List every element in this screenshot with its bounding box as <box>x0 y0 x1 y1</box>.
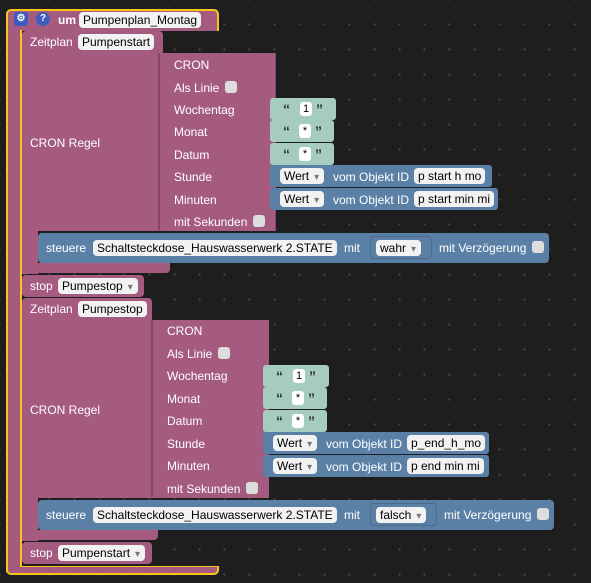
control-value-dropdown[interactable]: falsch <box>376 507 427 523</box>
delay-checkbox[interactable] <box>537 508 549 520</box>
cron-title: CRON <box>174 58 210 72</box>
seconds-label: mit Sekunden <box>167 482 241 496</box>
control-label: steuere <box>46 508 87 522</box>
as-line-label: Als Linie <box>174 81 220 95</box>
close-quote-icon: ” <box>308 390 315 406</box>
cron-block-2-edge <box>151 320 153 497</box>
as-line-checkbox[interactable] <box>218 347 230 359</box>
function-block-rail-fill <box>8 30 20 568</box>
hour-label: Stunde <box>167 437 206 451</box>
cron-block-1-edge <box>158 53 160 230</box>
control-value-dropdown[interactable]: wahr <box>376 240 422 256</box>
minute-mode-dropdown[interactable]: Wert <box>280 191 325 207</box>
close-quote-icon: ” <box>309 368 316 384</box>
delay-checkbox[interactable] <box>532 241 544 253</box>
as-line-checkbox[interactable] <box>225 81 237 93</box>
date-value[interactable]: * <box>299 147 311 161</box>
cron-rule-label: CRON Regel <box>30 403 101 417</box>
open-quote-icon: “ <box>276 368 283 384</box>
hour-mode-dropdown[interactable]: Wert <box>280 168 325 184</box>
control-label: steuere <box>46 241 87 255</box>
stop-label: stop <box>30 546 53 560</box>
stop-target-dropdown[interactable]: Pumpestop <box>58 278 138 294</box>
date-label: Datum <box>167 414 203 428</box>
hour-mode-dropdown[interactable]: Wert <box>273 435 318 451</box>
function-block-bottom-fill <box>8 567 217 573</box>
as-line-label: Als Linie <box>167 347 213 361</box>
seconds-checkbox[interactable] <box>246 482 258 494</box>
cron-rule-label: CRON Regel <box>30 136 101 150</box>
stop-target-dropdown[interactable]: Pumpenstart <box>58 545 146 561</box>
month-label: Monat <box>167 392 201 406</box>
help-icon[interactable]: ? <box>36 12 50 26</box>
schedule-label: Zeitplan <box>30 35 73 49</box>
with-label: mit <box>344 241 360 255</box>
minute-of-object-label: vom Objekt ID <box>326 460 403 474</box>
weekday-value[interactable]: 1 <box>293 369 305 383</box>
minute-mode-dropdown[interactable]: Wert <box>273 458 318 474</box>
gear-icon[interactable]: ⚙ <box>14 12 28 26</box>
date-value[interactable]: * <box>292 414 304 428</box>
cron-block-2[interactable] <box>151 320 269 497</box>
close-quote-icon: ” <box>315 123 322 139</box>
minute-object-field[interactable]: p start min mi <box>414 191 495 207</box>
control-device-field[interactable]: Schaltsteckdose_Hauswasserwerk 2.STATE <box>93 507 337 523</box>
control-device-field[interactable]: Schaltsteckdose_Hauswasserwerk 2.STATE <box>93 240 337 256</box>
minute-object-field[interactable]: p end min mi <box>407 458 484 474</box>
schedule-name-field[interactable]: Pumpestop <box>78 301 147 317</box>
cron-block-1[interactable] <box>158 53 276 230</box>
function-keyword: um <box>58 13 76 27</box>
minute-label: Minuten <box>167 459 210 473</box>
close-quote-icon: ” <box>308 413 315 429</box>
weekday-label: Wochentag <box>167 369 228 383</box>
open-quote-icon: “ <box>276 390 283 406</box>
close-quote-icon: ” <box>315 146 322 162</box>
hour-of-object-label: vom Objekt ID <box>326 437 403 451</box>
cron-title: CRON <box>167 324 203 338</box>
seconds-checkbox[interactable] <box>253 215 265 227</box>
minute-label: Minuten <box>174 193 217 207</box>
schedule-block-2-footer <box>22 530 158 540</box>
hour-object-field[interactable]: p_end_h_mo <box>407 435 486 451</box>
weekday-label: Wochentag <box>174 103 235 117</box>
open-quote-icon: “ <box>283 123 290 139</box>
date-label: Datum <box>174 148 210 162</box>
open-quote-icon: “ <box>283 101 290 117</box>
hour-object-field[interactable]: p start h mo <box>414 168 486 184</box>
weekday-value[interactable]: 1 <box>300 102 312 116</box>
stop-label: stop <box>30 279 53 293</box>
hour-label: Stunde <box>174 170 213 184</box>
minute-of-object-label: vom Objekt ID <box>333 193 410 207</box>
function-name-field[interactable]: Pumpenplan_Montag <box>79 12 202 28</box>
close-quote-icon: ” <box>316 101 323 117</box>
month-value[interactable]: * <box>299 124 311 138</box>
delay-label: mit Verzögerung <box>439 241 527 255</box>
schedule-block-1-footer <box>22 263 170 273</box>
with-label: mit <box>344 508 360 522</box>
open-quote-icon: “ <box>276 413 283 429</box>
hour-of-object-label: vom Objekt ID <box>333 170 410 184</box>
month-value[interactable]: * <box>292 391 304 405</box>
schedule-name-field[interactable]: Pumpenstart <box>78 34 155 50</box>
schedule-label: Zeitplan <box>30 302 73 316</box>
seconds-label: mit Sekunden <box>174 215 248 229</box>
month-label: Monat <box>174 125 208 139</box>
open-quote-icon: “ <box>283 146 290 162</box>
delay-label: mit Verzögerung <box>444 508 532 522</box>
